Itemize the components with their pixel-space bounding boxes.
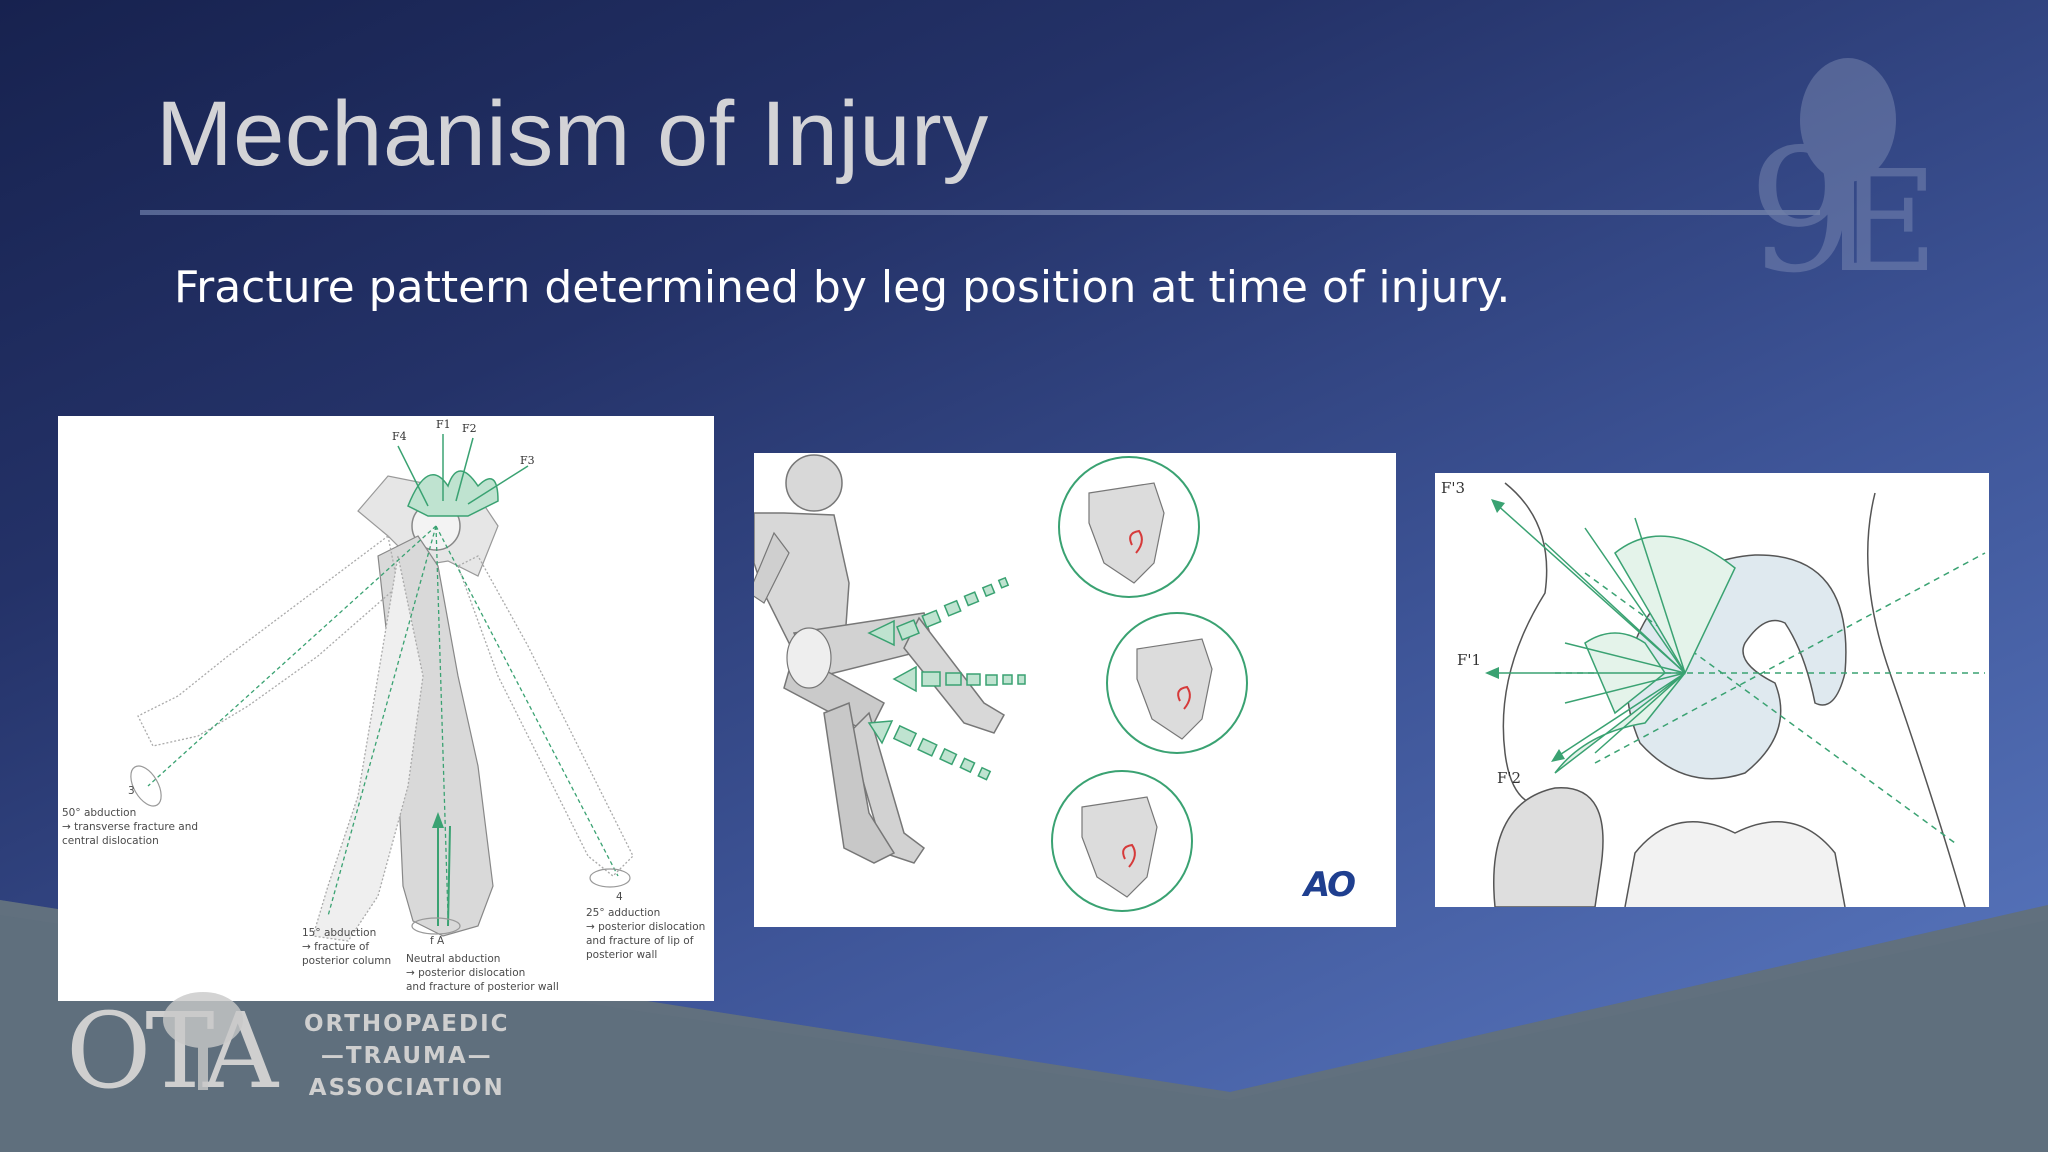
annotation-15-abduction: 15° abduction → fracture of posterior co…	[302, 927, 392, 967]
annotation-marker-4: 4	[616, 891, 623, 903]
force-label-f4: F4	[392, 430, 407, 443]
ota-logo: OTA ORTHOPAEDIC —TRAUMA— ASSOCIATION	[66, 992, 526, 1106]
watermark-logo: 9 E	[1748, 58, 1928, 290]
acetabular-force-figure: F'3 F'1 F'2	[1435, 473, 1989, 907]
title-divider	[140, 210, 1820, 215]
slide-subtitle: Fracture pattern determined by leg posit…	[174, 262, 1511, 313]
force-label-f1-prime: F'1	[1457, 651, 1482, 669]
force-label-f3: F3	[520, 454, 535, 467]
tree-icon	[163, 992, 243, 1090]
annotation-marker-fa: f A	[430, 935, 445, 947]
dashboard-injury-figure: AO	[754, 453, 1396, 927]
slide-title: Mechanism of Injury	[156, 83, 989, 185]
femur-diagram	[130, 434, 634, 942]
force-distribution-diagram	[1485, 482, 1986, 907]
svg-text:E: E	[1836, 141, 1928, 290]
annotation-marker-3: 3	[128, 785, 135, 797]
annotation-neutral-abduction: Neutral abduction → posterior dislocatio…	[406, 953, 559, 993]
svg-text:9: 9	[1748, 113, 1856, 290]
force-label-f3-prime: F'3	[1441, 479, 1466, 497]
femur-position-figure: F4 F1 F2 F3 3 50° abduction → transverse…	[58, 416, 714, 1001]
ao-diagram	[754, 454, 1248, 912]
force-label-f2: F2	[462, 422, 477, 435]
force-label-f1: F1	[436, 418, 451, 431]
ota-wordmark: ORTHOPAEDIC —TRAUMA— ASSOCIATION	[304, 1011, 510, 1101]
ao-logo: AO	[1303, 865, 1356, 905]
force-label-f2-prime: F'2	[1497, 769, 1522, 787]
annotation-25-adduction: 25° adduction → posterior dislocation an…	[586, 907, 706, 961]
annotation-50-abduction: 50° abduction → transverse fracture and …	[62, 807, 199, 847]
